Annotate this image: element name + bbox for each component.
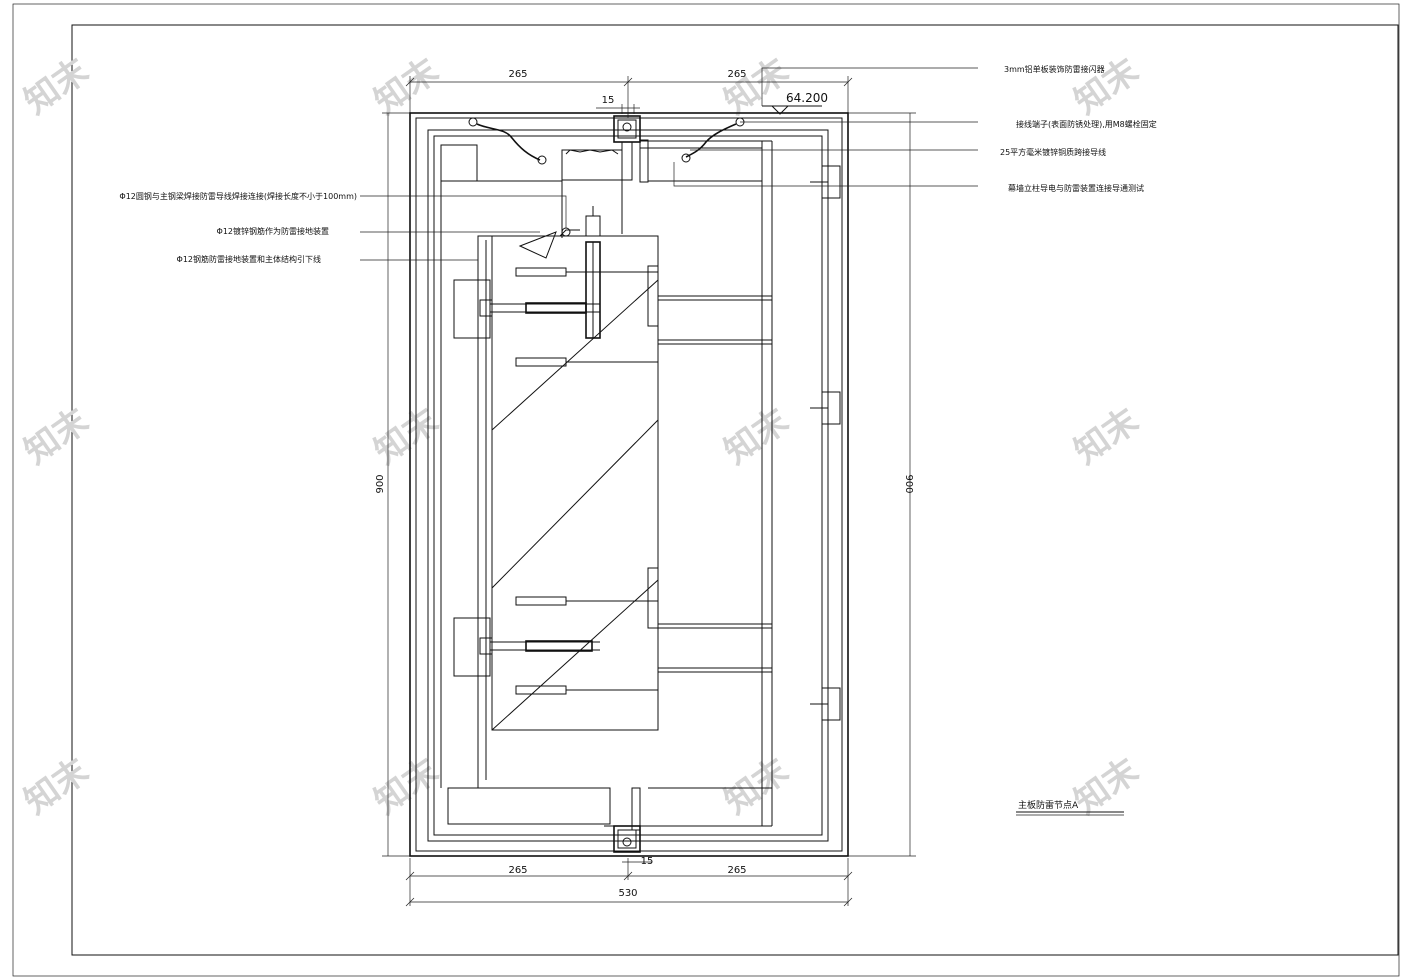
watermark: 知末 [1067, 401, 1146, 473]
note-right-4: 幕墙立柱导电与防雷装置连接导通测试 [1008, 183, 1144, 193]
mullion-body [453, 206, 772, 731]
elevation-label: 64.200 [786, 91, 828, 105]
watermark: 知末 [717, 51, 796, 123]
dim-bottom-right: 265 [727, 865, 746, 876]
elevation-marker: 64.200 [762, 91, 828, 115]
bottom-lightning-connector [604, 787, 650, 853]
watermark: 知末 [17, 51, 96, 123]
watermark: 知末 [17, 751, 96, 823]
top-dimensions: 265 265 15 [405, 69, 853, 118]
watermark: 知末 [367, 51, 446, 123]
dim-gap-top: 15 [602, 95, 615, 106]
dim-height-right: 900 [903, 474, 914, 493]
dim-height-left: 900 [375, 474, 386, 493]
note-right-3: 25平方毫米镀锌铜质跨接导线 [1000, 147, 1106, 157]
watermark: 知末 [717, 401, 796, 473]
watermark: 知末 [1067, 51, 1146, 123]
right-edge-clips [810, 160, 841, 726]
side-dimensions: 900 900 [375, 112, 916, 857]
note-left-1: Φ12圆钢与主钢梁焊接防雷导线焊接连接(焊接长度不小于100mm) [119, 191, 357, 201]
watermark-group: 知末 知末 知末 知末 知末 知末 知末 知末 知末 知末 知末 知末 [17, 51, 1146, 823]
panel-frame [409, 112, 849, 857]
detail-title: 主板防雷节点A [1016, 799, 1124, 816]
detail-title-text: 主板防雷节点A [1018, 799, 1079, 811]
watermark: 知末 [17, 401, 96, 473]
dim-top-left: 265 [508, 69, 527, 80]
dim-bottom-left: 265 [508, 865, 527, 876]
top-lightning-connector [468, 115, 745, 238]
dim-top-right: 265 [727, 69, 746, 80]
outer-sheet-border [12, 3, 1400, 977]
inner-sheet-border [71, 24, 1399, 956]
dim-gap-bottom: 15 [641, 856, 654, 867]
watermark: 知末 [717, 751, 796, 823]
note-left-3: Φ12钢筋防雷接地装置和主体结构引下线 [177, 254, 321, 264]
note-right-1: 3mm铝单板装饰防雷接闪器 [1004, 64, 1105, 74]
note-right-2: 接线端子(表面防锈处理),用M8螺栓固定 [1016, 119, 1157, 129]
right-annotations: 3mm铝单板装饰防雷接闪器 接线端子(表面防锈处理),用M8螺栓固定 25平方毫… [673, 64, 1157, 193]
note-left-2: Φ12镀锌钢筋作为防雷接地装置 [217, 226, 329, 236]
bottom-dimensions: 265 265 530 15 [405, 856, 853, 907]
dim-total-width: 530 [618, 888, 637, 899]
left-annotations: Φ12圆钢与主钢梁焊接防雷导线焊接连接(焊接长度不小于100mm) Φ12镀锌钢… [119, 191, 567, 264]
